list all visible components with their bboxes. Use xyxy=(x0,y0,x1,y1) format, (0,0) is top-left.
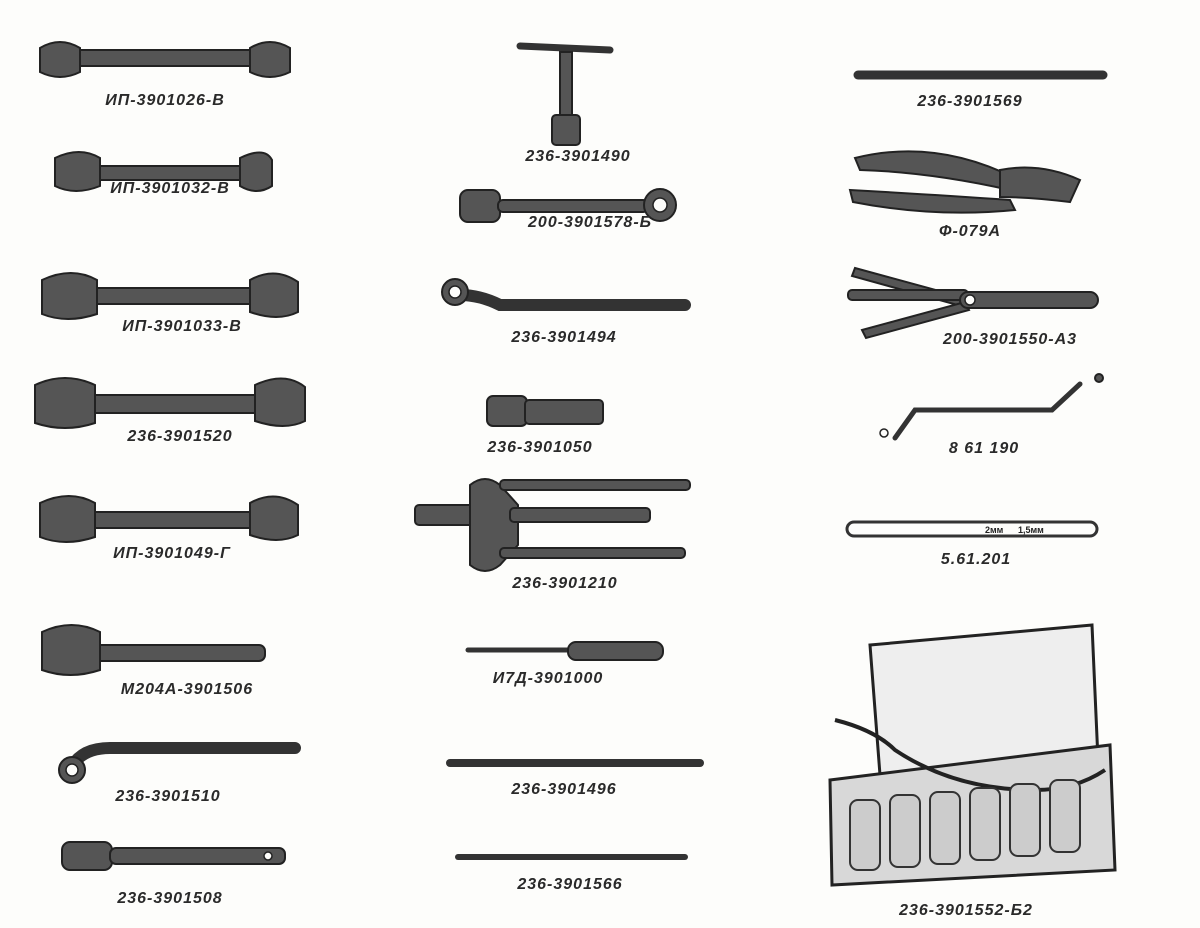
part-number-label: 200-3901550-А3 xyxy=(942,331,1078,348)
part-number-label: ИП-3901033-В xyxy=(122,318,242,335)
flat-feeler-gauge: 2мм 1,5мм xyxy=(845,520,1099,538)
open-end-wrench-2 xyxy=(54,151,273,192)
part-number-label: ИП-3901049-Г xyxy=(113,545,231,562)
part-number-label: ИП-3901032-В xyxy=(110,180,230,197)
offset-ring-wrench xyxy=(441,278,691,311)
screwdriver xyxy=(465,641,664,661)
part-number-label: 236-3901210 xyxy=(512,575,618,592)
part-number-label: ИП-3901026-В xyxy=(105,92,225,109)
part-number-label: М204А-3901506 xyxy=(120,681,254,698)
part-number-label: 236-3901490 xyxy=(525,148,631,165)
part-number-label: 236-3901552-Б2 xyxy=(899,902,1033,919)
tubular-socket-wrench xyxy=(61,841,286,871)
open-end-wrench-3 xyxy=(41,272,299,320)
open-end-wrench-5 xyxy=(39,495,299,543)
tool-roll-bag xyxy=(828,623,1117,887)
part-number-label: 236-3901050 xyxy=(487,439,593,456)
part-number-label: 236-3901520 xyxy=(127,428,233,445)
part-number-label: И7Д-3901000 xyxy=(492,670,604,687)
feeler-gauge-set xyxy=(847,266,1099,340)
part-number-label: 236-3901494 xyxy=(511,329,617,346)
part-number-label: 236-3901496 xyxy=(511,781,617,798)
part-number-label: 5.61.201 xyxy=(940,551,1012,568)
pliers xyxy=(848,150,1082,214)
part-number-label: Ф-079А xyxy=(938,223,1002,240)
part-number-label: 236-3901569 xyxy=(917,93,1023,110)
part-number-label: 236-3901508 xyxy=(117,890,223,907)
crank-handle xyxy=(879,373,1104,441)
gauge-marking-2mm: 2мм xyxy=(985,525,1004,535)
part-number-label: 200-3901578-Б xyxy=(528,214,652,231)
t-handle-socket-wrench xyxy=(516,42,614,146)
open-end-wrench-1 xyxy=(39,41,291,78)
socket-ring-wrench xyxy=(459,188,677,223)
part-number-label: 236-3901510 xyxy=(115,788,221,805)
part-number-label: 8 61 190 xyxy=(948,440,1020,457)
open-end-wrench-4 xyxy=(34,377,306,429)
single-open-end-wrench xyxy=(41,624,266,676)
gauge-marking-1-5mm: 1,5мм xyxy=(1018,525,1044,535)
spark-plug-socket xyxy=(486,395,604,427)
part-number-label: 236-3901566 xyxy=(517,876,623,893)
bent-socket-wrench xyxy=(58,742,301,784)
puller-tool xyxy=(414,478,691,572)
